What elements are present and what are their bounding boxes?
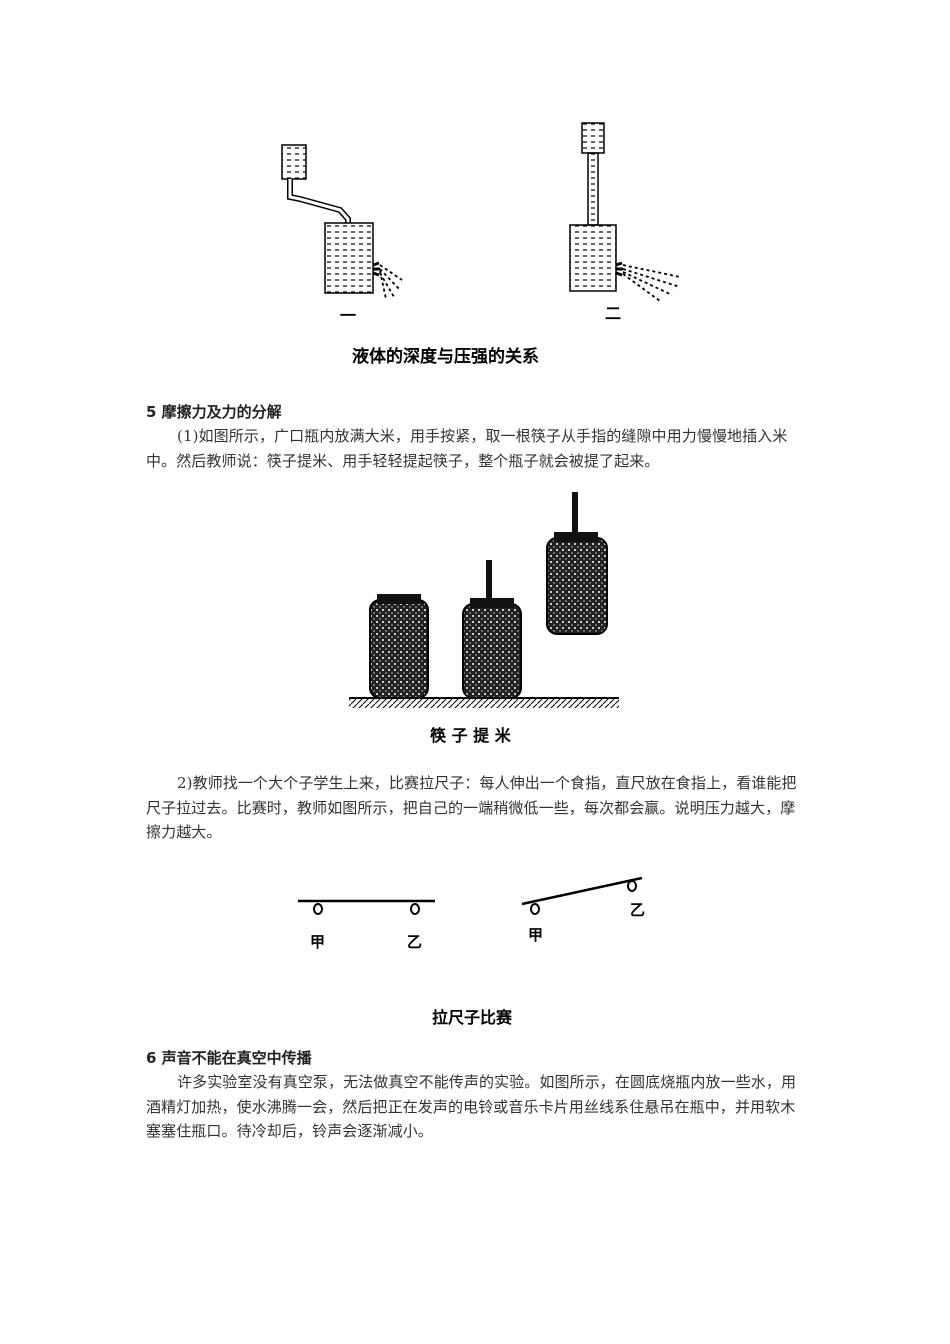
table-surface [349,698,619,708]
section-6-heading: 6 声音不能在真空中传播 [146,1049,312,1067]
label-jia-2: 甲 [528,926,543,944]
label-one: 一 [340,306,356,325]
chopsticks-figure-caption: 筷 子 提 米 [430,726,511,745]
section-5-paragraph-1: (1)如图所示，广口瓶内放满大米，用手按紧，取一根筷子从手指的缝隙中用力慢慢地插… [146,427,788,470]
label-yi-1: 乙 [407,933,422,951]
ruler-contest-figure: 甲 乙 甲 乙 [298,876,645,951]
apparatus-two [569,122,681,302]
jar-2 [462,560,522,699]
label-two: 二 [605,304,621,323]
label-jia-1: 甲 [310,933,325,951]
jar-3-lifted [546,492,608,635]
ruler-figure-caption: 拉尺子比赛 [432,1008,513,1027]
liquid-figure-caption: 液体的深度与压强的关系 [352,347,539,367]
ruler-tilted [521,876,643,915]
label-yi-2: 乙 [630,901,645,919]
jar-1 [369,594,429,699]
ruler-level [298,899,435,915]
section-5-heading: 5 摩擦力及力的分解 [146,403,282,421]
section-5-paragraph-2: 2)教师找一个大个子学生上来，比赛拉尺子：每人伸出一个食指，直尺放在食指上，看谁… [146,774,797,841]
chopsticks-rice-figure [349,492,619,708]
apparatus-one [281,144,403,300]
liquid-pressure-figure: 一 二 [281,122,681,325]
section-6-paragraph-1: 许多实验室没有真空泵，无法做真空不能传声的实验。如图所示，在圆底烧瓶内放一些水，… [146,1073,797,1140]
